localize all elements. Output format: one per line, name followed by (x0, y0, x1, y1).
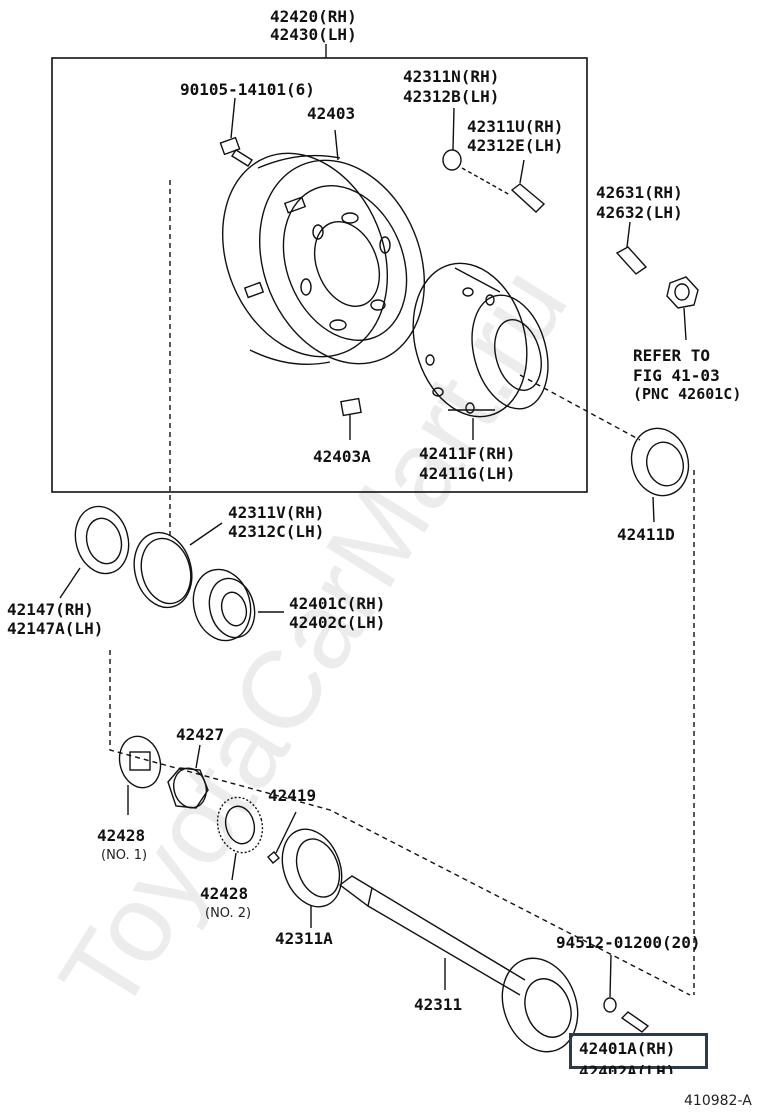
label-42403: 42403 (307, 104, 356, 123)
axle-hub-42411f (412, 262, 549, 440)
label-42428-no1: 42428 (97, 826, 146, 845)
label-42312c: 42312C(LH) (228, 522, 325, 541)
label-42147: 42147(RH) (7, 600, 94, 619)
label-42312e: 42312E(LH) (467, 136, 564, 155)
label-42311u: 42311U(RH) (467, 117, 564, 136)
bearing-42401c (192, 568, 284, 642)
centerline-lower (109, 650, 691, 996)
label-42402a: 42402A(LH) (579, 1062, 676, 1074)
label-42403a: 42403A (313, 447, 371, 466)
label-refer-1: REFER TO (633, 346, 711, 365)
label-42430: 42430(LH) (270, 25, 357, 44)
label-42402c: 42402C(LH) (289, 613, 386, 632)
label-42420: 42420(RH) (270, 7, 357, 26)
label-42632: 42632(LH) (596, 203, 683, 222)
pin-42403a (340, 397, 362, 417)
label-42428-no2-sub: (NO. 2) (205, 906, 252, 921)
label-90105: 90105-14101(6) (180, 80, 315, 99)
label-42147a: 42147A(LH) (7, 619, 104, 638)
label-42631: 42631(RH) (596, 183, 683, 202)
label-42312b: 42312B(LH) (403, 87, 500, 106)
washer-94512 (603, 954, 617, 1013)
label-refer-3: (PNC 42601C) (633, 385, 742, 403)
label-42428-no2: 42428 (200, 884, 249, 903)
bolt-90105 (219, 97, 253, 167)
hub-bolt-42401a (620, 1011, 650, 1033)
nut-42311n (442, 107, 462, 171)
washer-42428-no1 (118, 735, 162, 815)
retainer-42311a (281, 828, 343, 928)
figure-number: 410982-A (684, 1093, 752, 1109)
dash-42311n (461, 167, 511, 196)
label-42427: 42427 (176, 725, 225, 744)
label-42401c: 42401C(RH) (289, 594, 386, 613)
bearing-42411d (630, 427, 690, 523)
label-42419: 42419 (268, 786, 317, 805)
label-refer-2: FIG 41-03 (633, 366, 720, 385)
label-42411d: 42411D (617, 525, 675, 544)
hub-assembly-box (51, 57, 588, 493)
oil-seal-42147 (59, 505, 130, 599)
label-42311a: 42311A (275, 929, 333, 948)
label-42401a[interactable]: 42401A(RH) (579, 1039, 676, 1058)
axle-shaft-42311 (338, 875, 579, 1053)
stud-42311u (510, 159, 546, 213)
washer-42428-no2 (216, 796, 264, 881)
label-42311v: 42311V(RH) (228, 503, 325, 522)
label-42311: 42311 (414, 995, 463, 1014)
ring-42311v (133, 522, 223, 609)
stud-42631 (615, 221, 648, 275)
locknut-42427 (167, 744, 209, 809)
highlight-box-42401a[interactable] (569, 1033, 708, 1069)
screw-42419 (267, 811, 297, 864)
label-94512: 94512-01200(20) (556, 933, 701, 952)
label-42411f: 42411F(RH) (419, 444, 516, 463)
centerline-diag (519, 374, 641, 441)
hub-nut-ref (666, 276, 699, 341)
label-42411g: 42411G(LH) (419, 464, 516, 483)
label-42311n: 42311N(RH) (403, 67, 500, 86)
label-42428-no1-sub: (NO. 1) (101, 848, 148, 863)
brake-drum-42403 (221, 129, 426, 365)
